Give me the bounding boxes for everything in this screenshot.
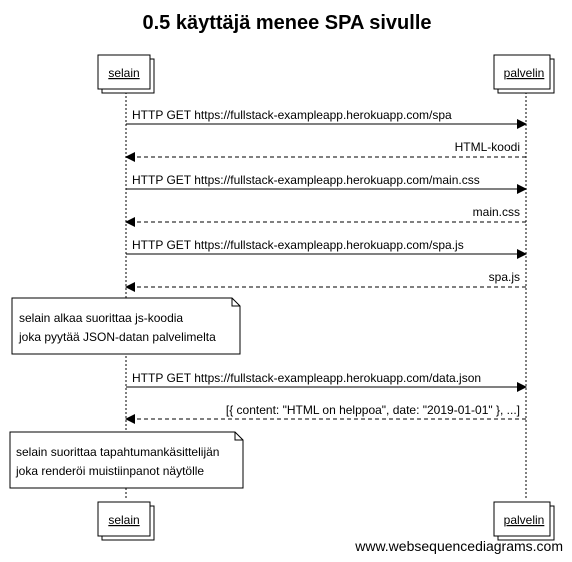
message-8-label: [{ content: "HTML on helppoa", date: "20… (226, 403, 520, 417)
participant-selain-top: selain (97, 54, 155, 94)
message-2-label: HTML-koodi (455, 140, 520, 154)
participant-selain-label-bottom: selain (108, 513, 139, 527)
message-6: spa.js (125, 270, 526, 292)
participant-palvelin-label-bottom: palvelin (504, 513, 545, 527)
message-3-label: HTTP GET https://fullstack-exampleapp.he… (132, 173, 480, 187)
message-8: [{ content: "HTML on helppoa", date: "20… (125, 403, 526, 424)
note-2-line-1: selain suorittaa tapahtumankäsittelijän (16, 445, 219, 459)
message-5-label: HTTP GET https://fullstack-exampleapp.he… (132, 238, 464, 252)
note-1-line-2: joka pyytää JSON-datan palvelimelta (18, 330, 216, 344)
message-7-label: HTTP GET https://fullstack-exampleapp.he… (132, 371, 481, 385)
message-6-label: spa.js (489, 270, 520, 284)
message-4: main.css (125, 205, 526, 227)
note-2: selain suorittaa tapahtumankäsittelijän … (9, 431, 244, 489)
participant-palvelin-label: palvelin (504, 66, 545, 80)
participant-palvelin-top: palvelin (493, 54, 555, 94)
diagram-title: 0.5 käyttäjä menee SPA sivulle (142, 12, 431, 34)
participant-selain-label: selain (108, 66, 139, 80)
note-1-line-1: selain alkaa suorittaa js-koodia (19, 311, 183, 325)
message-5: HTTP GET https://fullstack-exampleapp.he… (126, 238, 527, 259)
message-4-label: main.css (473, 205, 520, 219)
participant-palvelin-bottom: palvelin (493, 501, 555, 541)
watermark: www.websequencediagrams.com (354, 538, 563, 554)
message-3: HTTP GET https://fullstack-exampleapp.he… (126, 173, 527, 194)
message-2: HTML-koodi (125, 140, 526, 162)
message-1: HTTP GET https://fullstack-exampleapp.he… (126, 108, 527, 129)
note-2-line-2: joka renderöi muistiinpanot näytölle (15, 464, 204, 478)
participant-selain-bottom: selain (97, 501, 155, 541)
message-1-label: HTTP GET https://fullstack-exampleapp.he… (132, 108, 452, 122)
note-1: selain alkaa suorittaa js-koodia joka py… (11, 297, 241, 355)
message-7: HTTP GET https://fullstack-exampleapp.he… (126, 371, 527, 392)
